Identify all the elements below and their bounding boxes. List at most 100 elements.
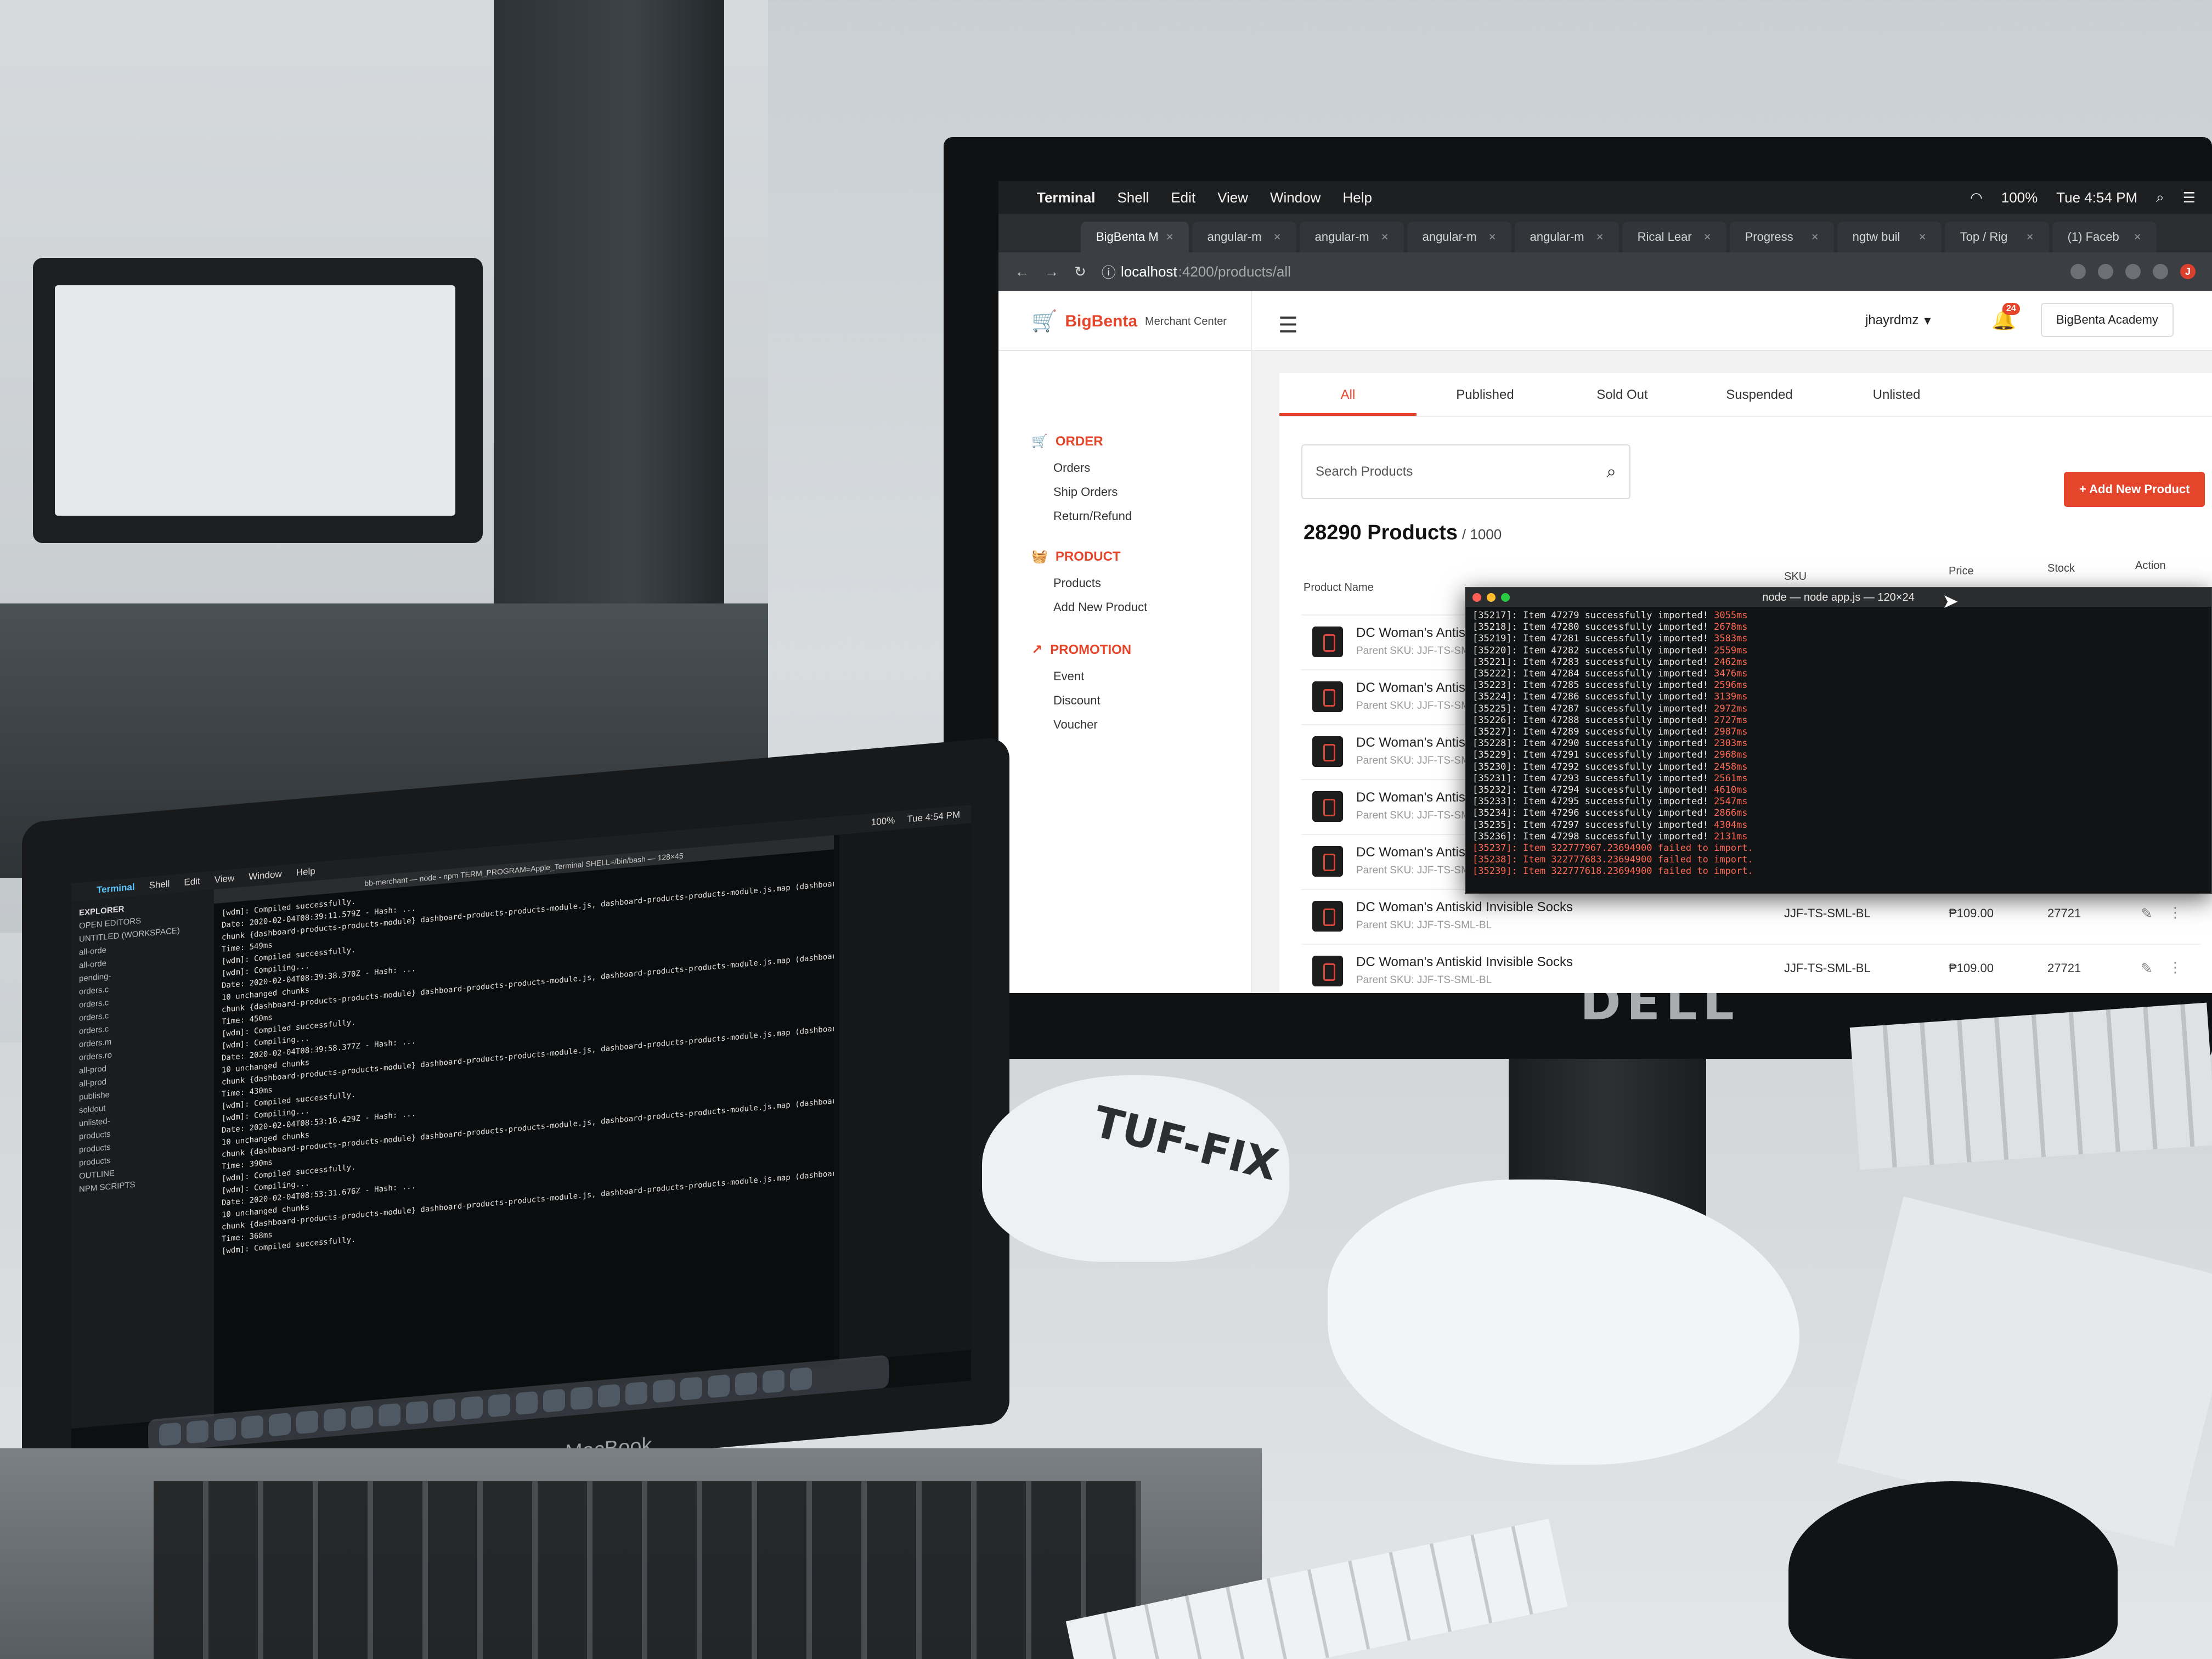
more-options-icon[interactable]: ⋮ [2168, 959, 2182, 975]
edit-pencil-icon[interactable]: ✎ [2141, 905, 2153, 922]
dock-app-icon[interactable] [516, 1391, 538, 1415]
bookmark-star-icon[interactable] [2070, 264, 2086, 279]
tab-sold-out[interactable]: Sold Out [1596, 387, 1648, 402]
node-terminal-window[interactable]: node — node app.js — 120×24 [35217]: Ite… [1465, 587, 2212, 894]
tab-suspended[interactable]: Suspended [1726, 387, 1793, 402]
browser-tab[interactable]: Progress× [1729, 222, 1834, 252]
column-header-sku[interactable]: SKU [1784, 571, 1807, 583]
menu-window[interactable]: Window [249, 868, 282, 882]
close-tab-icon[interactable]: × [1703, 230, 1711, 244]
browser-tab[interactable]: angular-m× [1407, 222, 1511, 252]
dock-app-icon[interactable] [680, 1376, 702, 1401]
menubar-clock[interactable]: Tue 4:54 PM [907, 809, 960, 825]
dock-app-icon[interactable] [461, 1396, 483, 1420]
close-tab-icon[interactable]: × [1918, 230, 1926, 244]
sidebar-item-orders[interactable]: Orders [1053, 461, 1091, 475]
minimize-window-button[interactable] [1487, 593, 1496, 602]
dock-app-icon[interactable] [241, 1415, 263, 1439]
product-name[interactable]: DC Woman's Antiskid Invisible Socks [1356, 955, 1573, 969]
dock-app-icon[interactable] [324, 1408, 346, 1432]
dock-app-icon[interactable] [625, 1381, 647, 1406]
editor-minimap[interactable] [839, 823, 971, 1362]
reload-icon[interactable]: ↻ [1074, 263, 1086, 280]
dock-app-icon[interactable] [488, 1393, 510, 1418]
tab-unlisted[interactable]: Unlisted [1872, 387, 1921, 402]
sidebar-item-return-refund[interactable]: Return/Refund [1053, 509, 1132, 523]
menu-edit[interactable]: Edit [1171, 189, 1196, 206]
back-arrow-icon[interactable]: ← [1015, 263, 1029, 280]
sidebar-section-order[interactable]: 🛒ORDER [1031, 433, 1103, 449]
dock-app-icon[interactable] [296, 1410, 318, 1435]
column-header-stock[interactable]: Stock [2047, 562, 2075, 574]
dock-app-icon[interactable] [187, 1420, 208, 1444]
dock-app-icon[interactable] [214, 1417, 236, 1442]
browser-tab[interactable]: ngtw buil× [1837, 222, 1942, 252]
hamburger-menu-icon[interactable]: ☰ [1278, 313, 1298, 337]
dock-app-icon[interactable] [351, 1405, 373, 1430]
bigbenta-logo[interactable]: 🛒 BigBenta Merchant Center [1031, 309, 1227, 334]
menubar-clock[interactable]: Tue 4:54 PM [2056, 189, 2138, 206]
dock-app-icon[interactable] [763, 1369, 785, 1393]
menubar-app-name[interactable]: Terminal [1037, 189, 1096, 206]
sidebar-item-discount[interactable]: Discount [1053, 693, 1101, 707]
tab-all[interactable]: All [1279, 373, 1417, 416]
menu-edit[interactable]: Edit [184, 876, 200, 888]
table-row[interactable]: DC Woman's Antiskid Invisible Socks Pare… [1301, 944, 2201, 993]
sidebar-section-promotion[interactable]: ↗PROMOTION [1031, 642, 1131, 658]
sidebar-item-ship-orders[interactable]: Ship Orders [1053, 485, 1118, 499]
add-new-product-button[interactable]: + Add New Product [2064, 472, 2205, 507]
info-icon[interactable]: ⓘ [1101, 264, 1120, 281]
battery-percent[interactable]: 100% [2001, 189, 2038, 206]
search-input[interactable]: Search Products ⌕ [1301, 444, 1630, 499]
extension-icon[interactable] [2153, 264, 2168, 279]
battery-percent[interactable]: 100% [871, 815, 895, 828]
terminal-title-bar[interactable]: node — node app.js — 120×24 [1466, 588, 2211, 607]
dock-app-icon[interactable] [406, 1401, 428, 1425]
dock-app-icon[interactable] [433, 1398, 455, 1423]
browser-tab[interactable]: Top / Rig× [1944, 222, 2049, 252]
menubar-app-name[interactable]: Terminal [97, 881, 135, 895]
dock-app-icon[interactable] [379, 1403, 400, 1427]
browser-tab[interactable]: BigBenta M× [1081, 222, 1189, 252]
close-tab-icon[interactable]: × [1488, 230, 1496, 244]
menu-view[interactable]: View [1217, 189, 1248, 206]
dock-app-icon[interactable] [159, 1422, 181, 1447]
menu-help[interactable]: Help [296, 866, 315, 878]
close-tab-icon[interactable]: × [1273, 230, 1281, 244]
dock-app-icon[interactable] [571, 1386, 592, 1410]
menu-shell[interactable]: Shell [149, 878, 170, 891]
close-window-button[interactable] [1472, 593, 1481, 602]
menu-help[interactable]: Help [1342, 189, 1372, 206]
profile-avatar[interactable]: J [2180, 264, 2196, 279]
product-name[interactable]: DC Woman's Antiskid Invisible Socks [1356, 900, 1573, 915]
menu-window[interactable]: Window [1269, 189, 1321, 206]
browser-tab[interactable]: angular-m× [1299, 222, 1404, 252]
browser-tab[interactable]: (1) Faceb× [2052, 222, 2157, 252]
dock-app-icon[interactable] [543, 1389, 565, 1413]
notification-center-icon[interactable]: ☰ [2182, 189, 2196, 206]
menu-view[interactable]: View [214, 872, 235, 885]
address-bar[interactable]: ⓘ localhost :4200/products/all [1102, 262, 1291, 282]
close-tab-icon[interactable]: × [1381, 230, 1389, 244]
browser-tab[interactable]: angular-m× [1192, 222, 1296, 252]
edit-pencil-icon[interactable]: ✎ [2141, 960, 2153, 977]
dock-app-icon[interactable] [269, 1413, 291, 1437]
zoom-window-button[interactable] [1501, 593, 1510, 602]
sidebar-item-add-new-product[interactable]: Add New Product [1053, 600, 1148, 614]
sidebar-item-event[interactable]: Event [1053, 669, 1085, 683]
close-tab-icon[interactable]: × [2026, 230, 2034, 244]
extension-icon[interactable] [2125, 264, 2141, 279]
dock-app-icon[interactable] [735, 1372, 757, 1396]
more-options-icon[interactable]: ⋮ [2168, 904, 2182, 921]
dock-app-icon[interactable] [708, 1374, 730, 1398]
browser-tab[interactable]: angular-m× [1514, 222, 1619, 252]
column-header-product-name[interactable]: Product Name [1304, 582, 1374, 594]
sidebar-item-voucher[interactable]: Voucher [1053, 718, 1098, 731]
spotlight-search-icon[interactable]: ⌕ [2156, 189, 2164, 205]
close-tab-icon[interactable]: × [1166, 230, 1173, 244]
tab-published[interactable]: Published [1456, 387, 1514, 402]
close-tab-icon[interactable]: × [1811, 230, 1819, 244]
user-menu[interactable]: jhayrdmz ▾ [1865, 313, 1931, 329]
browser-tab[interactable]: Rical Lear× [1622, 222, 1726, 252]
column-header-price[interactable]: Price [1949, 565, 1974, 577]
